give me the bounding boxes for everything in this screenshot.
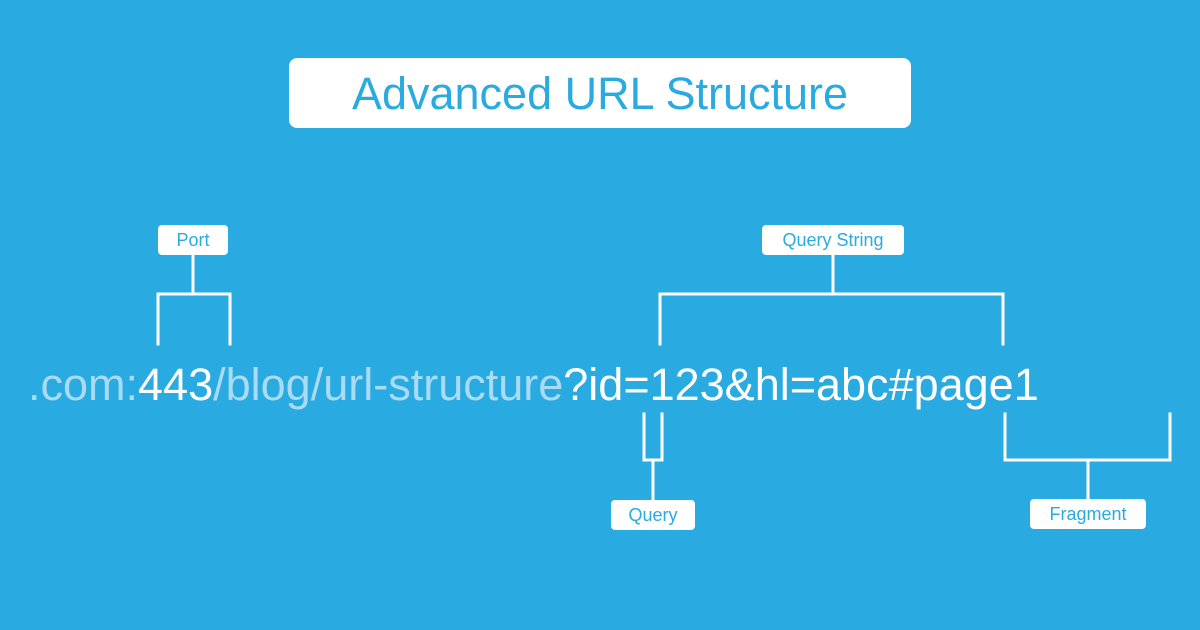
url-text: .com:443/blog/url-structure?id=123&hl=ab… (28, 355, 1188, 415)
url-fragment: #page1 (888, 359, 1039, 410)
title-box: Advanced URL Structure (289, 58, 911, 128)
query-bracket (642, 412, 664, 502)
query-label: Query (611, 500, 695, 530)
url-query-mark: ? (563, 359, 589, 410)
url-domain-part: .com: (28, 359, 139, 410)
fragment-bracket (1003, 412, 1172, 502)
query-string-label: Query String (762, 225, 904, 255)
query-string-label-text: Query String (782, 229, 884, 250)
port-bracket (156, 254, 232, 346)
port-label-text: Port (176, 229, 210, 250)
url-path: /blog/url-structure (213, 359, 564, 410)
page-title: Advanced URL Structure (351, 67, 849, 119)
query-label-text: Query (628, 504, 678, 525)
url-port-value: 443 (138, 359, 214, 410)
query-string-bracket (658, 254, 1005, 346)
port-label: Port (158, 225, 228, 255)
url-query-params: id=123&hl=abc (588, 359, 889, 410)
fragment-label-text: Fragment (1049, 503, 1127, 524)
fragment-label: Fragment (1030, 499, 1146, 529)
